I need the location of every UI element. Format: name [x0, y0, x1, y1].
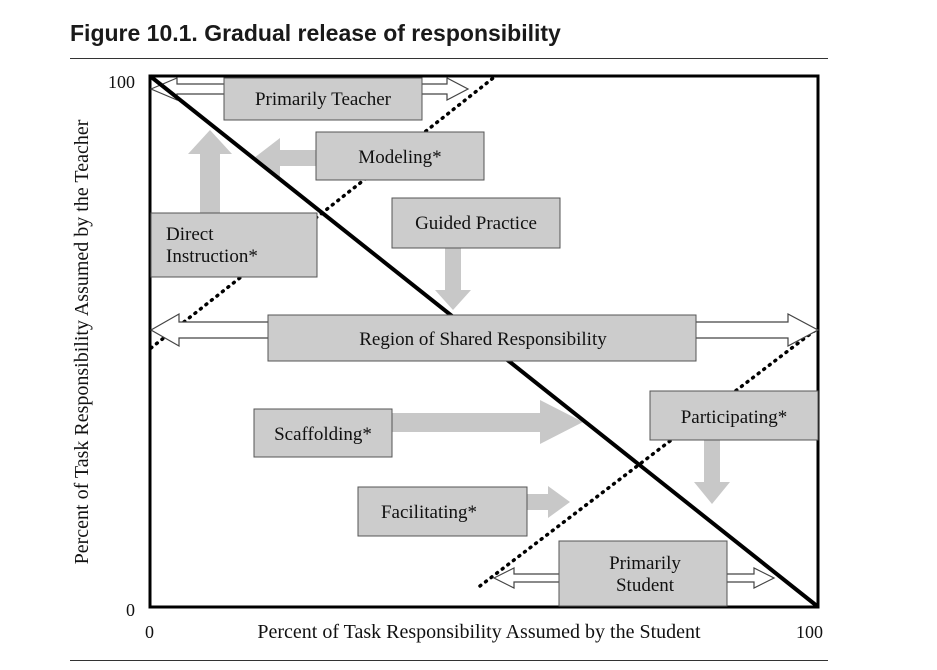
- scaffolding-right-arrow: [392, 400, 583, 444]
- x-axis-label: Percent of Task Responsibility Assumed b…: [257, 621, 701, 643]
- primarily-teacher-label: Primarily Teacher: [255, 89, 392, 110]
- primarily-student-box: [558, 540, 728, 607]
- shared-responsibility-label: Region of Shared Responsibility: [359, 329, 607, 350]
- direct-instruction-box: [150, 212, 318, 278]
- participating-down-arrow: [694, 440, 730, 504]
- figure-title: Figure 10.1. Gradual release of responsi…: [70, 20, 561, 46]
- facilitating-right-arrow: [527, 486, 570, 518]
- primarily-student-label-line1: Primarily: [609, 553, 681, 574]
- participating-box: [649, 390, 819, 441]
- x-max-label: 100: [796, 622, 823, 642]
- top-rule: [70, 58, 828, 59]
- modeling-box: [315, 131, 485, 181]
- scaffolding-label: Scaffolding*: [274, 424, 372, 445]
- direct-instruction-up-arrow: [188, 130, 232, 213]
- guided-practice-down-arrow: [435, 248, 471, 310]
- modeling-left-arrow: [254, 138, 316, 178]
- modeling-label: Modeling*: [358, 147, 441, 168]
- primarily-student-label-line2: Student: [616, 575, 675, 596]
- y-max-label: 100: [108, 72, 135, 92]
- shared-responsibility-box: [267, 314, 697, 362]
- x-min-label: 0: [145, 622, 154, 642]
- scaffolding-box: [253, 408, 393, 458]
- plot-frame: [148, 74, 820, 609]
- facilitating-box: [357, 486, 528, 537]
- participating-label: Participating*: [681, 407, 788, 428]
- direct-instruction-label-line1: Direct: [166, 224, 214, 245]
- guided-practice-label: Guided Practice: [415, 213, 537, 234]
- y-axis-label: Percent of Task Responsibility Assumed b…: [71, 119, 93, 564]
- facilitating-label: Facilitating*: [381, 502, 477, 523]
- dotted-line-lower: [478, 326, 820, 588]
- primarily-teacher-box: [223, 77, 423, 121]
- direct-instruction-label-line2: Instruction*: [166, 246, 258, 267]
- bottom-rule: [70, 660, 828, 661]
- guided-practice-box: [391, 197, 561, 249]
- y-min-label: 0: [126, 600, 135, 620]
